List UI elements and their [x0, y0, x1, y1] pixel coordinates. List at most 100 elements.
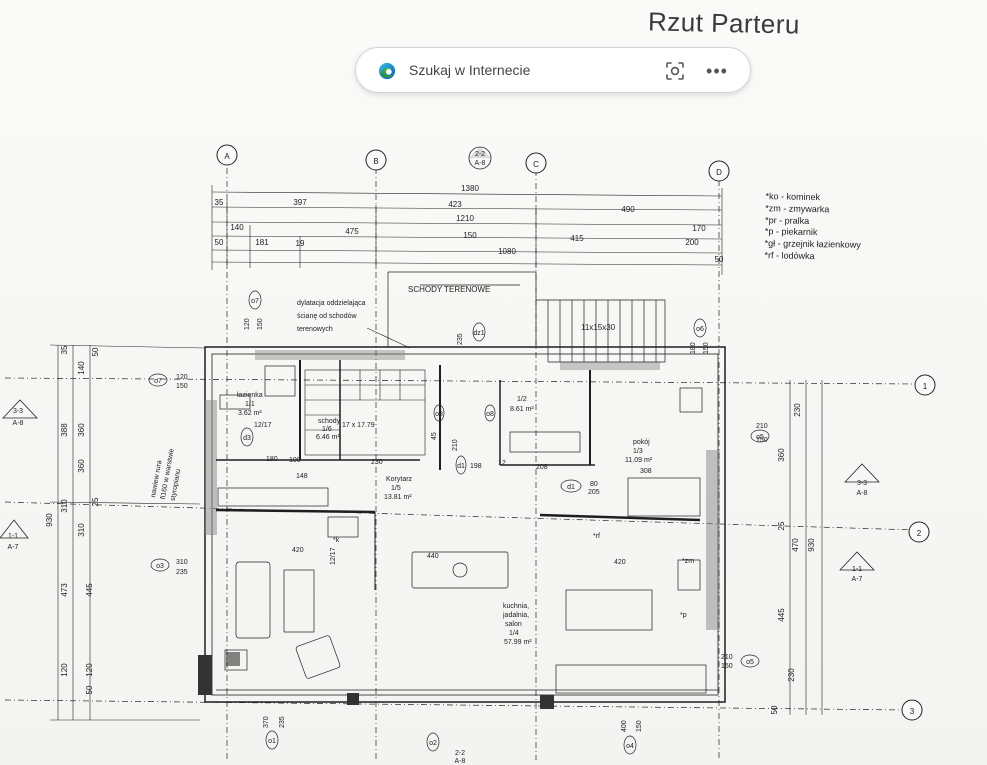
room2-area: 8.61 m²: [510, 406, 534, 413]
axis-marker-b: [365, 149, 387, 171]
floor-plan-drawing: A B C D 1 2 3 2-2 A-8 3-3 A-8 3-3 A-8: [0, 144, 936, 765]
dim-top-2a: 35: [215, 198, 224, 207]
dim-top-3: 1210: [456, 214, 474, 223]
opening-d3: d3: [243, 435, 251, 442]
dim-right-360: 360: [777, 448, 786, 462]
top-dimension-chains: [211, 185, 723, 275]
idim-0: 120: [176, 374, 188, 381]
corridor-area: 13.81 m²: [384, 494, 412, 501]
opening-d1-b: d1: [567, 484, 575, 491]
idim-27: 150: [721, 663, 733, 670]
search-bar[interactable]: Szukaj w Internecie •••: [355, 47, 751, 93]
idim-28: 180: [690, 342, 697, 354]
section-marker-left-1: [0, 519, 29, 539]
idim-8: 198: [470, 463, 482, 470]
idim-32: 120: [244, 318, 251, 330]
section-label-top: 2-2: [475, 151, 485, 158]
dim-left-120: 120: [60, 663, 69, 677]
visual-search-icon[interactable]: [664, 60, 686, 82]
axis-label-1: 1: [923, 382, 928, 391]
opening-d1-a: d1: [457, 463, 465, 470]
stairs-room-label: schody: [318, 418, 341, 425]
dishwasher-label: *zm: [682, 558, 694, 565]
axis-marker-3: [901, 699, 923, 721]
idim-12: 210: [452, 439, 459, 451]
idim-22: 400: [621, 720, 628, 732]
section-ref-bottom: A-8: [455, 758, 466, 765]
opening-o2: o2: [429, 740, 437, 747]
dim-top-1: 1380: [461, 184, 479, 193]
dim-top-2b: 397: [293, 198, 307, 207]
dim-top-5b: 181: [255, 238, 269, 247]
dim-top-5a: 50: [215, 238, 224, 247]
idim-11: 180: [266, 456, 278, 463]
dilatation-note-1: dylatacja oddzielająca: [297, 300, 366, 307]
dim-left-35: 35: [60, 345, 69, 354]
dim-top-5d: 415: [570, 234, 584, 243]
dim-left-50b: 50: [85, 685, 94, 694]
dim-right-230b: 230: [787, 668, 796, 682]
kitchen-label-2: jadalnia,: [502, 612, 529, 619]
opening-o8-b: o8: [486, 411, 494, 418]
section-label-right-3: 3-3: [857, 480, 867, 487]
more-options-icon[interactable]: •••: [706, 61, 728, 81]
section-ref-left-3: A-8: [13, 420, 24, 427]
dim-top-5e: 200: [685, 238, 699, 247]
stairs-room-num: 1/6: [322, 426, 332, 433]
idim-15: 45: [431, 432, 438, 440]
dim-top-4b: 475: [345, 227, 359, 236]
dilatation-note-3: terenowych: [297, 326, 333, 333]
axis-label-2: 2: [917, 529, 922, 538]
idim-31: 235: [176, 569, 188, 576]
dim-left-140: 140: [77, 361, 86, 375]
kitchen-num: 1/4: [509, 630, 519, 637]
stairs-label: SCHODY TERENOWE: [408, 285, 490, 294]
dim-left-25: 25: [91, 497, 100, 506]
legend: *ko - kominek *zm - zmywarka *pr - pralk…: [764, 191, 861, 263]
room3-area: 11.09 m²: [625, 457, 653, 464]
opening-o3: o3: [156, 563, 164, 570]
left-dimension-labels: 930 388 360 310 473 445 140 35 50 120 36…: [45, 345, 100, 694]
dim-top-4c: 150: [463, 231, 477, 240]
section-label-bottom: 2-2: [455, 750, 465, 757]
dim-top-6: 1080: [498, 247, 516, 256]
dilatation-note-2: ścianę od schodów: [297, 313, 357, 320]
fireplace-label: *k: [333, 537, 340, 544]
dim-right-230: 230: [793, 403, 802, 417]
axis-label-b: B: [373, 157, 378, 166]
right-dimension-chains: [789, 380, 823, 715]
section-ref-right-1: A-7: [852, 576, 863, 583]
dim-right-50: 50: [770, 705, 779, 714]
corridor-label: Korytarz: [386, 476, 413, 483]
section-label-left-1: 1-1: [8, 533, 18, 540]
bath-label: łazienka: [237, 392, 263, 399]
axis-label-d: D: [716, 168, 722, 177]
room3-num: 1/3: [633, 448, 643, 455]
idim-33: 150: [257, 318, 264, 330]
section-label-left-3: 3-3: [13, 408, 23, 415]
opening-o5-b: o5: [746, 659, 754, 666]
dim-right-25: 25: [777, 521, 786, 530]
idim-1: 150: [176, 383, 188, 390]
idim-19: 100: [289, 457, 301, 464]
axis-marker-2: [908, 521, 930, 543]
oven-label: *p: [680, 612, 687, 619]
opening-o7-left: o7: [154, 378, 162, 385]
search-input[interactable]: Szukaj w Internecie: [409, 62, 531, 78]
section-marker-top: [468, 146, 492, 170]
internal-stairs: [304, 369, 426, 456]
opening-o7-top: o7: [251, 298, 259, 305]
dim-left-445: 445: [85, 583, 94, 597]
building-walls: [204, 346, 726, 703]
room3-label: pokój: [633, 439, 650, 446]
dim-right-470: 470: [791, 538, 800, 552]
dim-right-930: 930: [807, 538, 816, 552]
dim-top-2d: 490: [621, 205, 635, 214]
kitchen-area: 57.99 m²: [504, 639, 532, 646]
idim-16: 12: [498, 460, 506, 467]
legend-item: *rf - lodówka: [764, 250, 815, 262]
dim-left-310: 310: [77, 523, 86, 537]
dim-top-4d: 170: [692, 224, 706, 233]
dim-top-5c: 19: [296, 239, 305, 248]
